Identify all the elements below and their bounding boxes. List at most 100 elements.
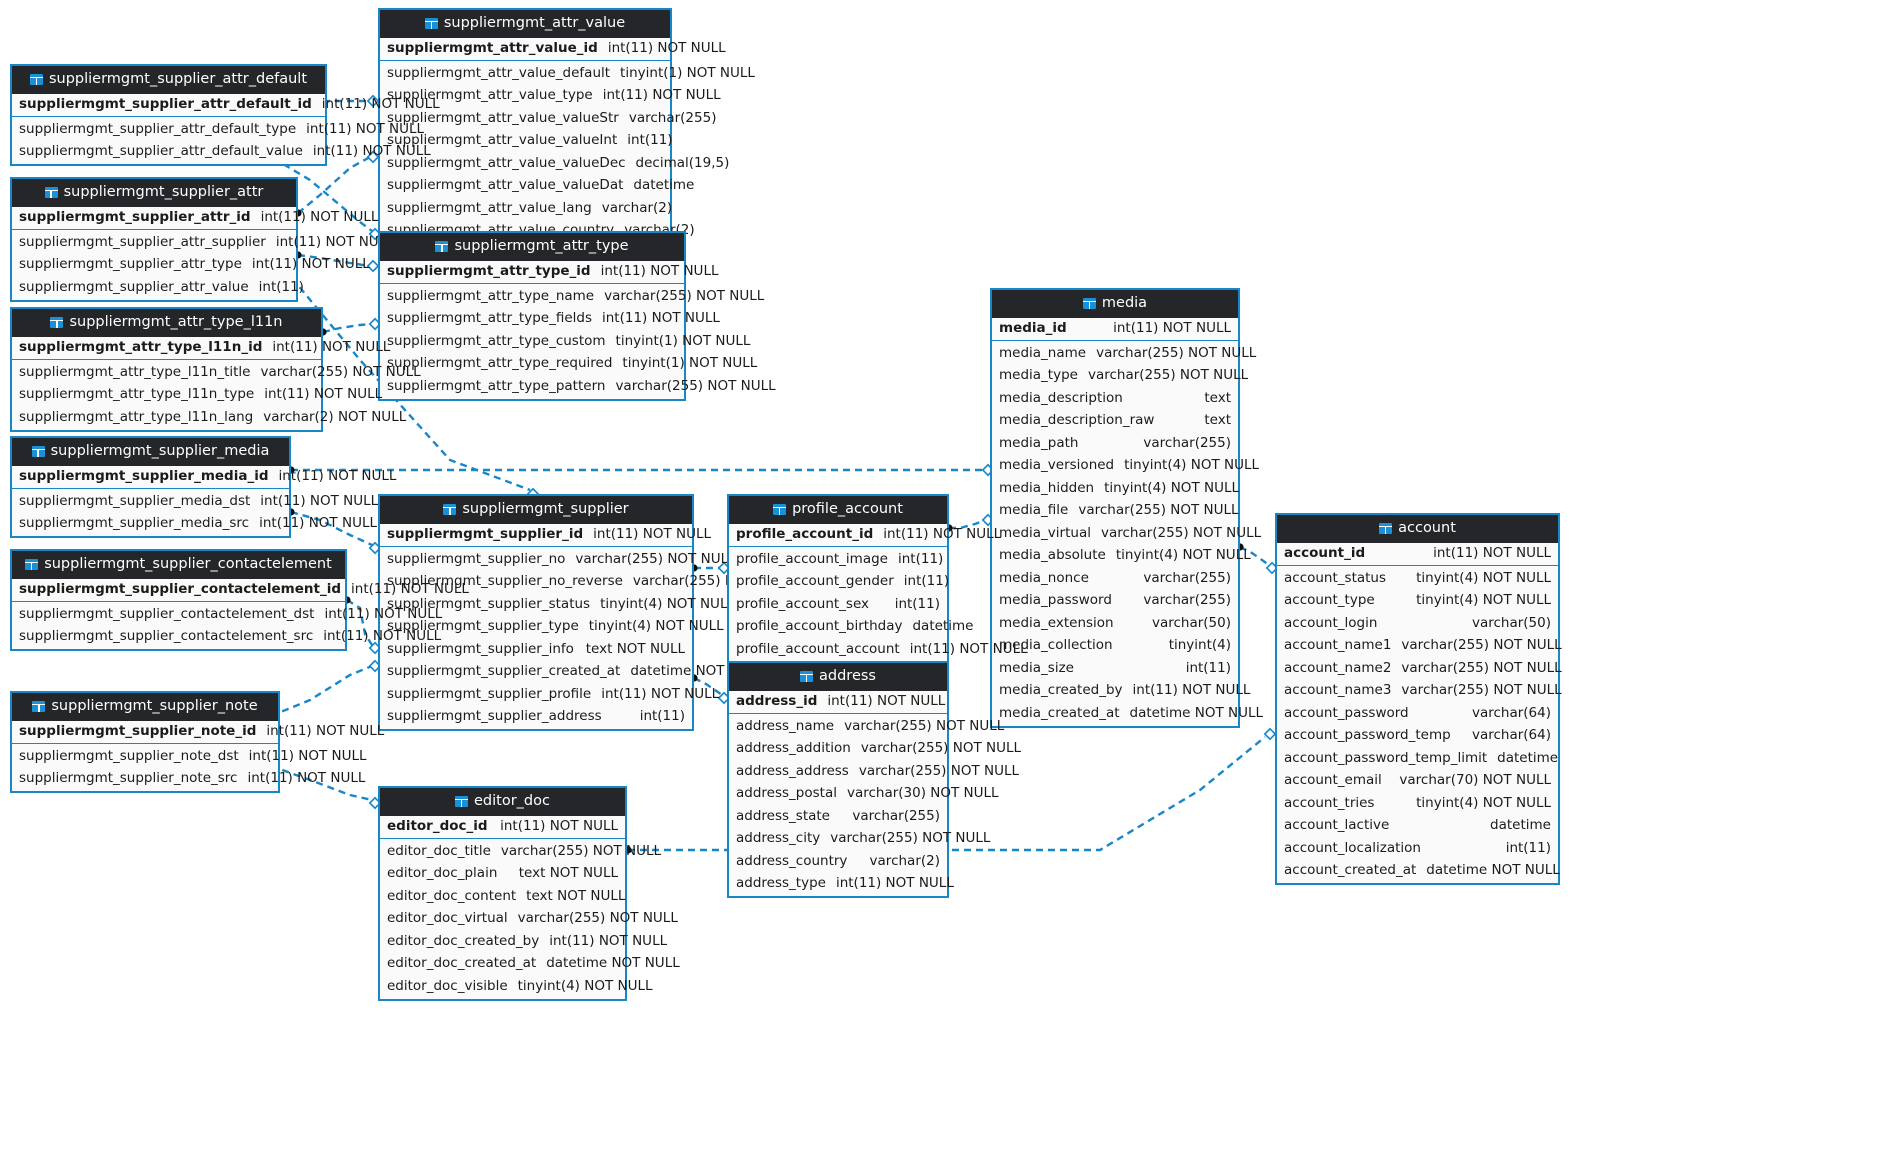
field-row[interactable]: suppliermgmt_supplier_contactelement_dst… [12,603,442,626]
entity-header-suppliermgmt_supplier_contactelement[interactable]: suppliermgmt_supplier_contactelement [12,551,345,579]
entity-header-address[interactable]: address [729,663,947,691]
entity-header-suppliermgmt_supplier_attr_default[interactable]: suppliermgmt_supplier_attr_default [12,66,325,94]
entity-header-suppliermgmt_supplier[interactable]: suppliermgmt_supplier [380,496,692,524]
entity-header-suppliermgmt_attr_type_l11n[interactable]: suppliermgmt_attr_type_l11n [12,309,321,337]
relation-rel-attrtypel11n-attrtype[interactable] [319,317,382,336]
entity-header-editor_doc[interactable]: editor_doc [380,788,625,816]
entity-header-suppliermgmt_attr_value[interactable]: suppliermgmt_attr_value [380,10,670,38]
relation-rel-note-supplier[interactable] [267,659,382,720]
entity-header-suppliermgmt_supplier_note[interactable]: suppliermgmt_supplier_note [12,693,278,721]
field-row[interactable]: suppliermgmt_supplier_contactelement_src… [12,626,441,649]
entity-header-suppliermgmt_supplier_attr[interactable]: suppliermgmt_supplier_attr [12,179,296,207]
relation-rel-contactelement-supplier[interactable] [343,596,382,655]
entity-header-media[interactable]: media [992,290,1238,318]
entity-header-suppliermgmt_attr_type[interactable]: suppliermgmt_attr_type [380,233,684,261]
